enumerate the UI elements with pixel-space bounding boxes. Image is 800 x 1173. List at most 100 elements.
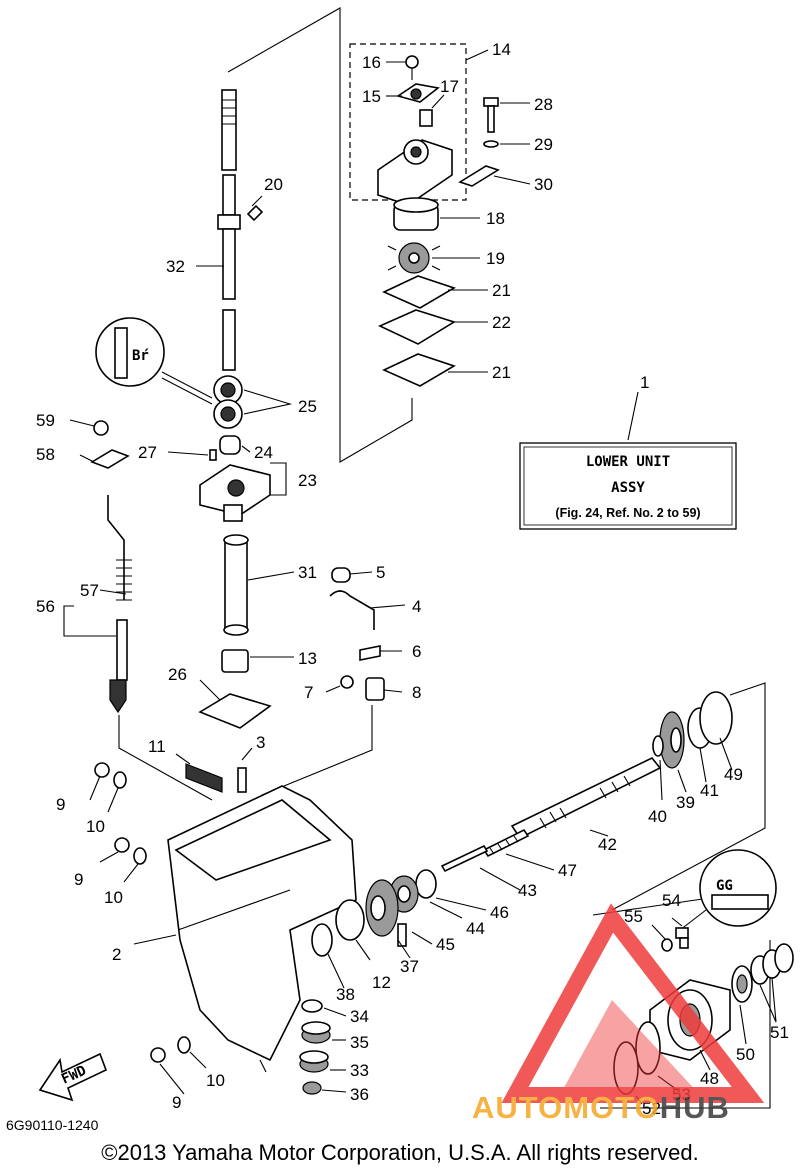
assembly-label-box: LOWER UNIT ASSY (Fig. 24, Ref. No. 2 to …: [519, 442, 737, 530]
shift-rod: [107, 495, 132, 714]
callout-15: 15: [362, 87, 381, 106]
bearing-12: [335, 899, 365, 941]
callout-40: 40: [648, 807, 667, 826]
callout-5: 5: [376, 563, 385, 582]
callout-31: 31: [298, 563, 317, 582]
propeller-shaft: [510, 757, 662, 840]
callout-21-upper: 21: [492, 281, 511, 300]
needle-bearing-13: [221, 649, 249, 673]
callout-38: 38: [336, 985, 355, 1004]
callout-9-c: 9: [172, 1093, 181, 1112]
callout-24: 24: [254, 443, 273, 462]
water-pump-housing: [377, 139, 453, 206]
callout-9-a: 9: [56, 795, 65, 814]
callout-21-lower: 21: [492, 363, 511, 382]
callout-59: 59: [36, 411, 55, 430]
shift-cam-8: [365, 677, 385, 701]
callout-35: 35: [350, 1033, 369, 1052]
washer-10-c: [177, 1036, 191, 1054]
water-pump-plate: [396, 83, 440, 103]
callout-37: 37: [400, 957, 419, 976]
callout-10-b: 10: [104, 888, 123, 907]
water-pump-pin: [419, 109, 433, 127]
callout-54: 54: [662, 891, 681, 910]
o-ring-53: [635, 1021, 661, 1075]
shim-40: [652, 735, 664, 757]
bearing-50: [731, 965, 753, 1003]
bearing-35: [301, 1021, 331, 1044]
callout-4: 4: [412, 597, 421, 616]
callout-23: 23: [298, 471, 317, 490]
callout-6: 6: [412, 642, 421, 661]
oil-seal-24: [219, 435, 241, 455]
oil-seals-51: [750, 943, 794, 985]
bolt-28: [483, 97, 499, 133]
lubricant-callout-lower: [679, 849, 777, 931]
callout-30: 30: [534, 175, 553, 194]
callout-47: 47: [558, 861, 577, 880]
gasket-21-lower: [382, 353, 456, 387]
forward-gear-39: [659, 711, 685, 769]
screw-9-c: [150, 1047, 166, 1063]
watermark-logo: AUTOMOTOHUB: [472, 903, 765, 1125]
grommet-5: [331, 567, 351, 583]
drive-shaft-bracket-line: [227, 7, 413, 463]
drive-shaft-sleeve: [223, 534, 249, 636]
callout-27: 27: [138, 443, 157, 462]
washer-29: [483, 140, 499, 148]
gasket-26: [198, 693, 272, 729]
lubricant-mark-upper: Bŕ: [132, 348, 149, 364]
callout-32: 32: [166, 257, 185, 276]
callout-56: 56: [36, 597, 55, 616]
watermark-text-orange: AUTOMOTO: [472, 1090, 660, 1125]
clamp-30: [458, 165, 500, 187]
washer-10-b: [133, 847, 147, 865]
pinion-33: [299, 1050, 329, 1073]
bearing-49: [699, 691, 733, 745]
copyright-notice: ©2013 Yamaha Motor Corporation, U.S.A. A…: [101, 1140, 699, 1165]
screw-59: [93, 420, 109, 436]
callout-20: 20: [264, 175, 283, 194]
gasket-21-upper: [382, 275, 456, 309]
nut-36: [302, 1081, 322, 1095]
lower-casing: [167, 785, 357, 1073]
thrust-washer-34: [301, 999, 323, 1013]
callout-39: 39: [676, 793, 695, 812]
assembly-label-line2: ASSY: [611, 480, 645, 496]
shift-rod-bracket-line: [118, 715, 213, 801]
callout-13: 13: [298, 649, 317, 668]
callout-43: 43: [518, 881, 537, 900]
callout-33: 33: [350, 1061, 369, 1080]
callout-25: 25: [298, 397, 317, 416]
callout-42: 42: [598, 835, 617, 854]
lower-bracket-line: [600, 940, 771, 1109]
screw-9-b: [114, 837, 130, 853]
callout-28: 28: [534, 95, 553, 114]
callout-51: 51: [770, 1023, 789, 1042]
lubricant-callout-upper: [95, 317, 213, 405]
shim-38: [311, 923, 333, 957]
callout-10-c: 10: [206, 1071, 225, 1090]
callout-34: 34: [350, 1007, 369, 1026]
callout-52: 52: [642, 1099, 661, 1118]
callout-22: 22: [492, 313, 511, 332]
callout-18: 18: [486, 209, 505, 228]
assembly-label-line1: LOWER UNIT: [586, 454, 670, 470]
seal-6: [359, 645, 381, 661]
callout-29: 29: [534, 135, 553, 154]
callout-11: 11: [148, 737, 166, 756]
callout-46: 46: [490, 903, 509, 922]
forward-arrow: FWD: [38, 1052, 108, 1102]
svg-text:AUTOMOTOHUB: AUTOMOTOHUB: [472, 1090, 730, 1125]
propeller-shaft-bracket-line: [611, 682, 766, 911]
screw-7: [340, 675, 354, 689]
callout-10-a: 10: [86, 817, 105, 836]
dowel-pin-27: [209, 449, 217, 461]
callout-7: 7: [304, 683, 313, 702]
reverse-gear-37: [365, 879, 399, 937]
callout-16: 16: [362, 53, 381, 72]
drive-shaft-bearings: [213, 375, 243, 429]
impeller: [387, 242, 441, 274]
o-ring-55: [661, 938, 673, 952]
